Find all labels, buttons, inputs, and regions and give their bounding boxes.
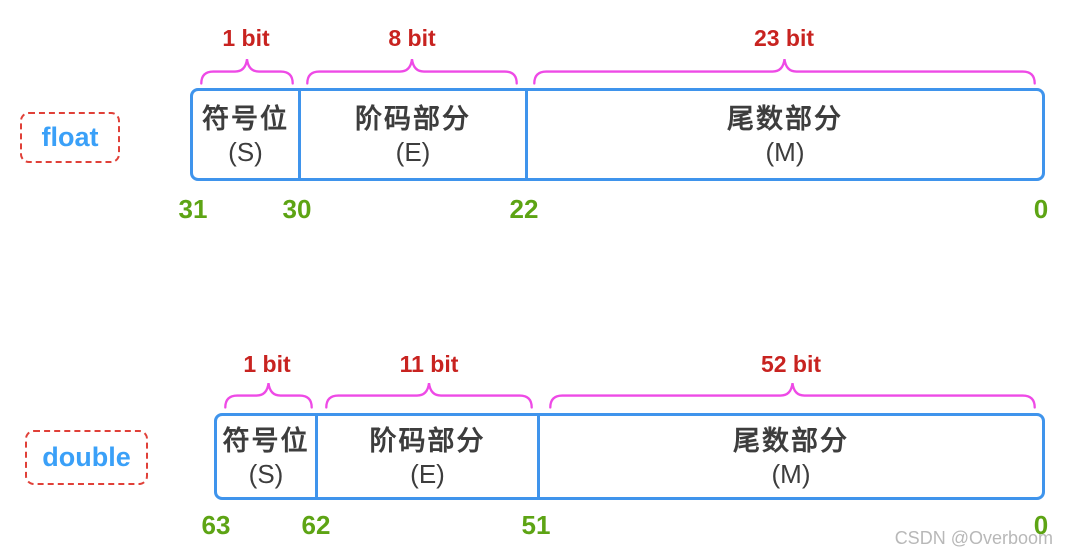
float-bit-index-0: 0 — [1033, 194, 1049, 224]
float-exponent-bit-count-label: 8 bit — [388, 25, 436, 51]
double-mantissa-cell: 尾数部分 (M) — [540, 416, 1042, 497]
double-mantissa-bit-count-label: 52 bit — [760, 351, 822, 377]
float-bit-index-22: 22 — [509, 194, 539, 224]
double-exponent-cell-abbr: (E) — [410, 458, 445, 489]
float-mantissa-bit-count-label: 23 bit — [753, 25, 815, 51]
float-exponent-cell-name: 阶码部分 — [355, 103, 471, 134]
double-exponent-bit-count-label: 11 bit — [399, 351, 459, 377]
double-mantissa-cell-abbr: (M) — [771, 458, 811, 489]
float-bit-index-30: 30 — [282, 194, 312, 224]
double-bit-box: 符号位 (S) 阶码部分 (E) 尾数部分 (M) — [214, 413, 1045, 500]
double-type-label-text: double — [42, 442, 131, 472]
float-sign-cell-abbr: (S) — [228, 136, 263, 167]
float-sign-brace-icon — [200, 59, 294, 85]
float-sign-bit-count-label: 1 bit — [222, 25, 270, 51]
double-bit-index-51: 51 — [521, 510, 551, 540]
double-exponent-cell: 阶码部分 (E) — [318, 416, 540, 497]
float-mantissa-cell-name: 尾数部分 — [727, 103, 843, 134]
float-exponent-brace-icon — [306, 59, 518, 85]
double-bit-index-63: 63 — [201, 510, 231, 540]
double-sign-cell-abbr: (S) — [248, 458, 284, 489]
float-mantissa-cell: 尾数部分 (M) — [528, 91, 1042, 178]
double-sign-cell-name: 符号位 — [222, 425, 310, 456]
double-bit-index-62: 62 — [301, 510, 331, 540]
double-exponent-cell-name: 阶码部分 — [369, 425, 486, 456]
double-type-label: double — [25, 430, 148, 485]
float-bit-index-31: 31 — [178, 194, 208, 224]
double-sign-brace-icon — [224, 383, 313, 409]
watermark: CSDN @Overboom — [894, 528, 1053, 548]
double-sign-bit-count-label: 1 bit — [243, 351, 291, 377]
double-mantissa-brace-icon — [549, 383, 1036, 409]
float-type-label-text: float — [41, 122, 99, 152]
double-sign-cell: 符号位 (S) — [217, 416, 318, 497]
double-bit-index-0: 0 — [1033, 510, 1049, 540]
double-mantissa-cell-name: 尾数部分 — [733, 425, 849, 456]
float-bit-box: 符号位 (S) 阶码部分 (E) 尾数部分 (M) — [190, 88, 1045, 181]
float-mantissa-cell-abbr: (M) — [765, 136, 805, 167]
double-exponent-brace-icon — [325, 383, 533, 409]
float-type-label: float — [20, 112, 120, 163]
float-mantissa-brace-icon — [533, 59, 1036, 85]
float-exponent-cell: 阶码部分 (E) — [301, 91, 528, 178]
float-exponent-cell-abbr: (E) — [395, 136, 431, 167]
float-sign-cell: 符号位 (S) — [193, 91, 301, 178]
float-sign-cell-name: 符号位 — [202, 103, 289, 134]
